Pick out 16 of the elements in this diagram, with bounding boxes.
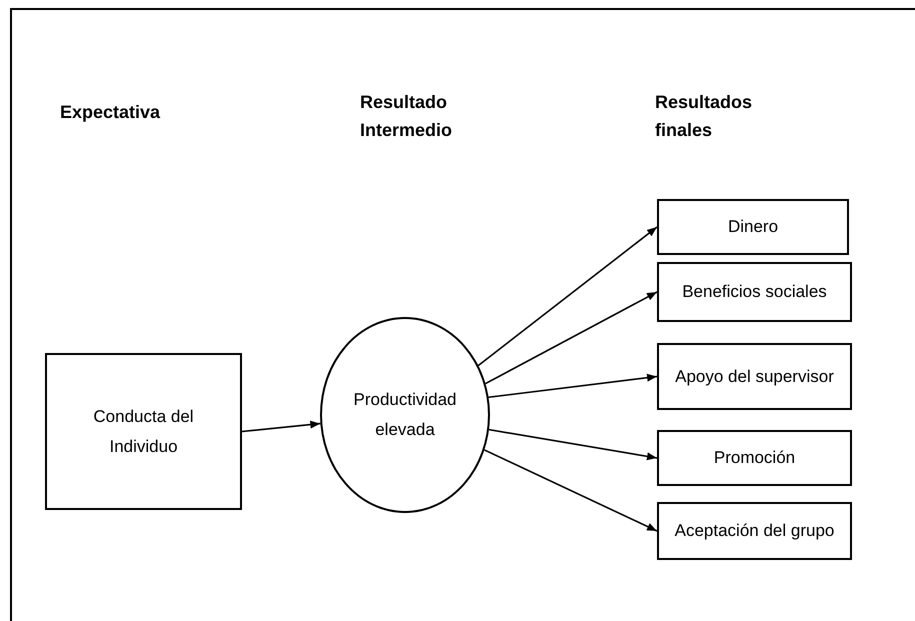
arrow bbox=[484, 449, 658, 532]
outcome-box: Apoyo del supervisor bbox=[657, 343, 852, 410]
process-ellipse: Productividad elevada bbox=[320, 317, 490, 513]
arrow bbox=[242, 420, 320, 432]
outcome-box: Beneficios sociales bbox=[657, 262, 852, 322]
outcome-box: Dinero bbox=[657, 199, 849, 255]
outcome-box: Promoción bbox=[657, 430, 852, 486]
outcome-box: Conducta del Individuo bbox=[45, 353, 242, 510]
arrow bbox=[485, 291, 658, 384]
column-heading: Resultados finales bbox=[655, 91, 754, 142]
column-heading: Resultado Intermedio bbox=[360, 91, 454, 142]
arrow bbox=[488, 428, 658, 460]
outcome-box: Aceptación del grupo bbox=[657, 502, 852, 560]
arrow bbox=[478, 226, 658, 366]
arrow bbox=[488, 374, 658, 398]
column-heading: Expectativa bbox=[60, 101, 162, 124]
